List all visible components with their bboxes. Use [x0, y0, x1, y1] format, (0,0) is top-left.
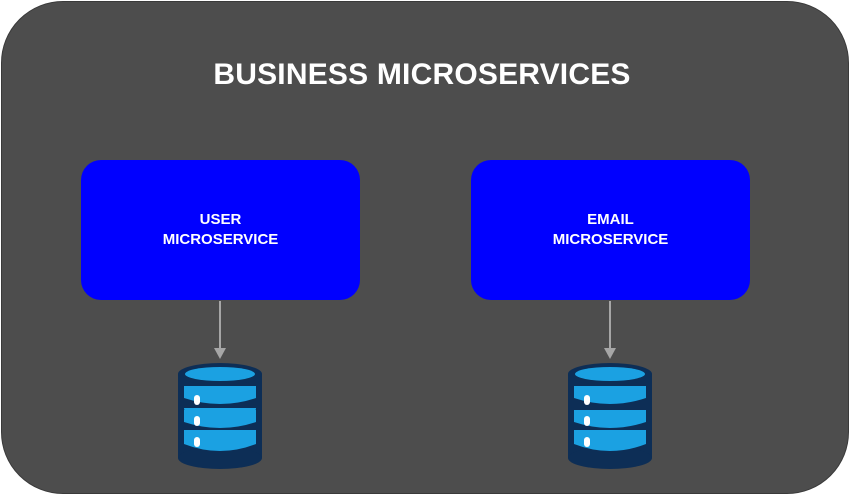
diagram-title: BUSINESS MICROSERVICES	[213, 58, 631, 91]
user-microservice-box: USER MICROSERVICE	[81, 160, 360, 300]
user-microservice-label-line2: MICROSERVICE	[162, 231, 279, 248]
user-microservice-label-line1: USER	[199, 211, 242, 228]
email-microservice-box: EMAIL MICROSERVICE	[471, 160, 750, 300]
email-microservice-label-line1: EMAIL	[587, 211, 634, 228]
email-microservice-label-line2: MICROSERVICE	[552, 231, 669, 248]
